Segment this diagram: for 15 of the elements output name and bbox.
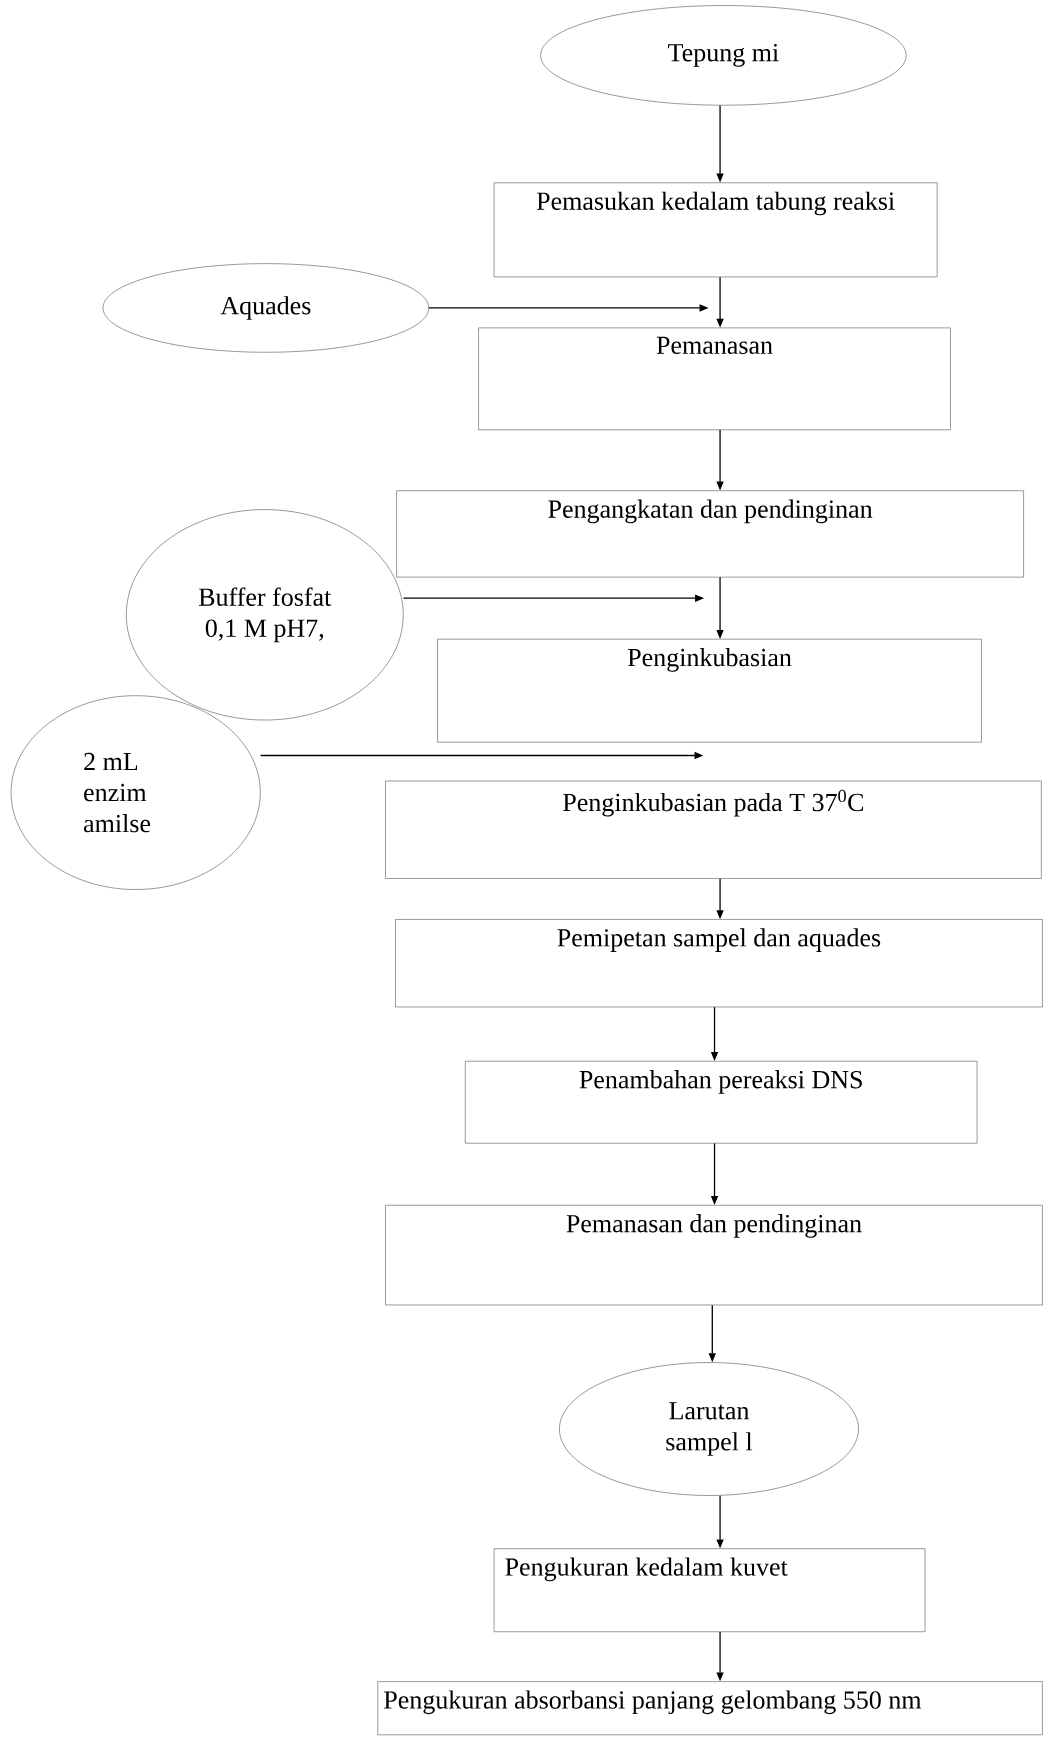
process-box: Pengangkatan dan pendinginan [396,490,1025,578]
ellipse-node: Aquades [103,263,430,353]
process-box: Pemanasan [478,327,951,430]
ellipse-node: 2 mL enzim amilse [11,695,261,890]
ellipse-node: Larutan sampel l [559,1362,859,1496]
process-box: Pemasukan kedalam tabung reaksi [494,182,938,278]
process-box: Pemipetan sampel dan aquades [395,919,1043,1008]
process-box: Penginkubasian [437,638,982,743]
process-box: Penambahan pereaksi DNS [465,1061,978,1144]
process-box: Pengukuran absorbansi panjang gelombang 550 nm [377,1681,1043,1735]
process-box: Pengukuran kedalam kuvet [494,1548,926,1632]
process-box: Penginkubasian pada T 37$^{0}$C [385,780,1042,879]
ellipse-node: Tepung mi [540,5,907,106]
ellipse-node: Buffer fosfat 0,1 M pH7, [126,509,404,721]
process-box: Pemanasan dan pendinginan [385,1205,1043,1306]
